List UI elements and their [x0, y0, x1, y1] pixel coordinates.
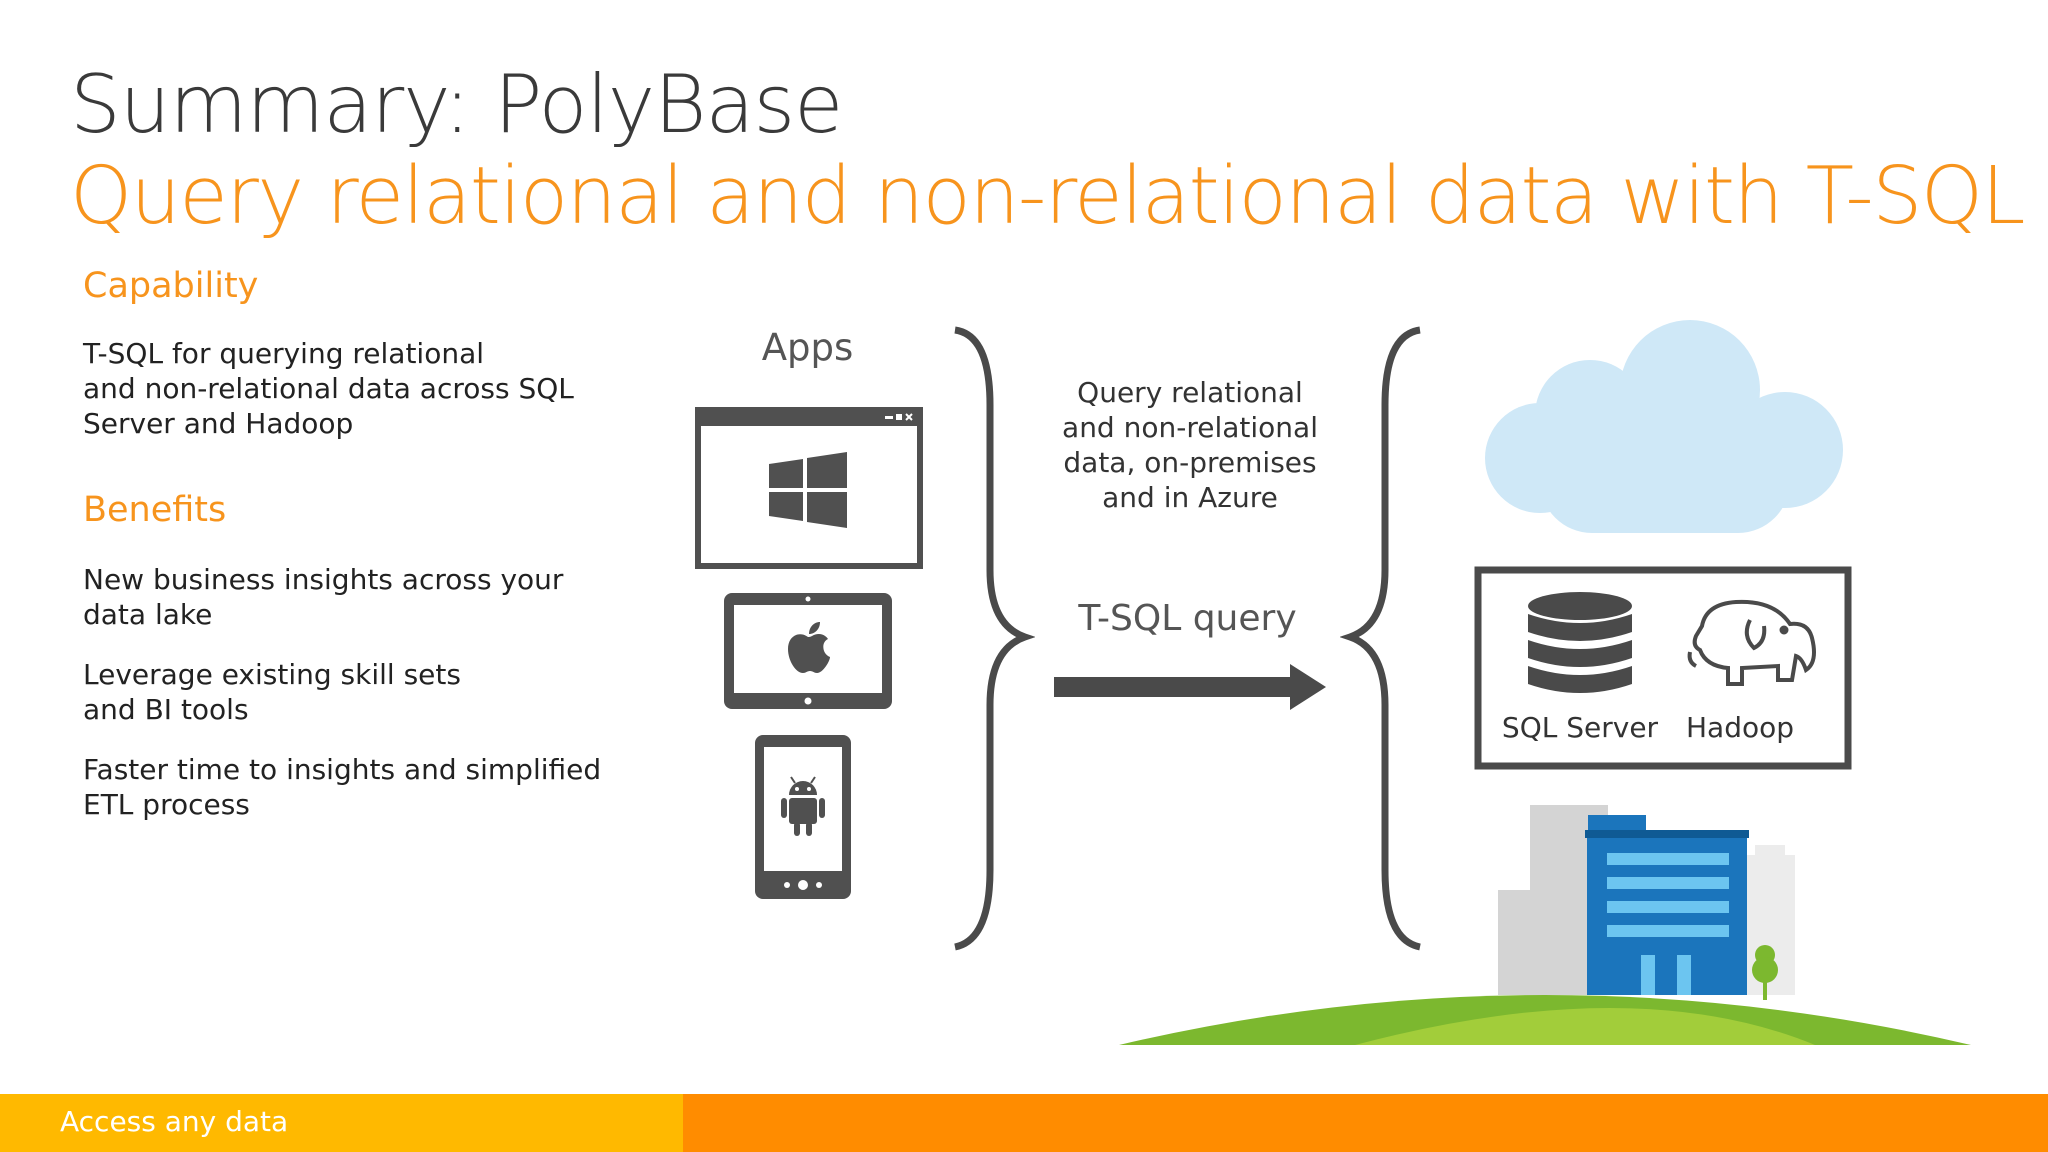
tree-icon — [1752, 945, 1778, 1000]
benefit-item: Faster time to insights and simplified E… — [83, 752, 601, 822]
hadoop-label: Hadoop — [1685, 711, 1795, 744]
footer-label: Access any data — [60, 1105, 289, 1138]
capability-heading: Capability — [83, 266, 259, 306]
benefit-line: and BI tools — [83, 693, 249, 726]
phone-device — [755, 735, 851, 899]
footer-bar-right — [683, 1094, 2048, 1152]
hadoop-elephant-icon — [1687, 599, 1816, 686]
windows-app-window — [695, 407, 923, 569]
data-sources-box — [1474, 566, 1852, 770]
cloud-icon — [1485, 320, 1843, 533]
tablet-device — [724, 593, 892, 709]
benefit-line: data lake — [83, 598, 213, 631]
benefit-item: Leverage existing skill sets and BI tool… — [83, 657, 461, 727]
capability-text: T-SQL for querying relational and non-re… — [83, 336, 574, 441]
capability-line: Server and Hadoop — [83, 407, 354, 440]
description-line: data, on-premises — [1063, 446, 1317, 479]
footer-bar-left — [0, 1094, 683, 1152]
apple-icon — [788, 622, 830, 673]
android-icon — [781, 776, 825, 836]
left-brace — [954, 326, 1035, 951]
tsql-query-label: T-SQL query — [1078, 598, 1297, 639]
benefit-item: New business insights across your data l… — [83, 562, 563, 632]
database-icon — [1528, 592, 1632, 693]
benefits-heading: Benefits — [83, 490, 227, 530]
slide-subtitle: Query relational and non-relational data… — [70, 150, 2026, 242]
capability-line: T-SQL for querying relational — [83, 337, 485, 370]
green-hill — [1119, 995, 1971, 1045]
apps-label: Apps — [761, 326, 854, 369]
benefit-line: Leverage existing skill sets — [83, 658, 461, 691]
benefit-line: Faster time to insights and simplified — [83, 753, 602, 786]
windows-icon — [769, 452, 847, 528]
query-description: Query relational and non-relational data… — [1030, 375, 1350, 515]
description-line: Query relational — [1077, 376, 1303, 409]
on-premises-scene — [1119, 805, 1971, 1045]
capability-line: and non-relational data across SQL — [83, 372, 574, 405]
sql-server-label: SQL Server — [1501, 711, 1659, 744]
description-line: and non-relational — [1062, 411, 1318, 444]
description-line: and in Azure — [1102, 481, 1278, 514]
benefit-line: New business insights across your — [83, 563, 564, 596]
building-icon — [1585, 815, 1749, 995]
right-arrow-icon — [1054, 664, 1326, 710]
right-brace — [1340, 326, 1421, 951]
slide-title: Summary: PolyBase — [70, 58, 843, 151]
benefit-line: ETL process — [83, 788, 250, 821]
